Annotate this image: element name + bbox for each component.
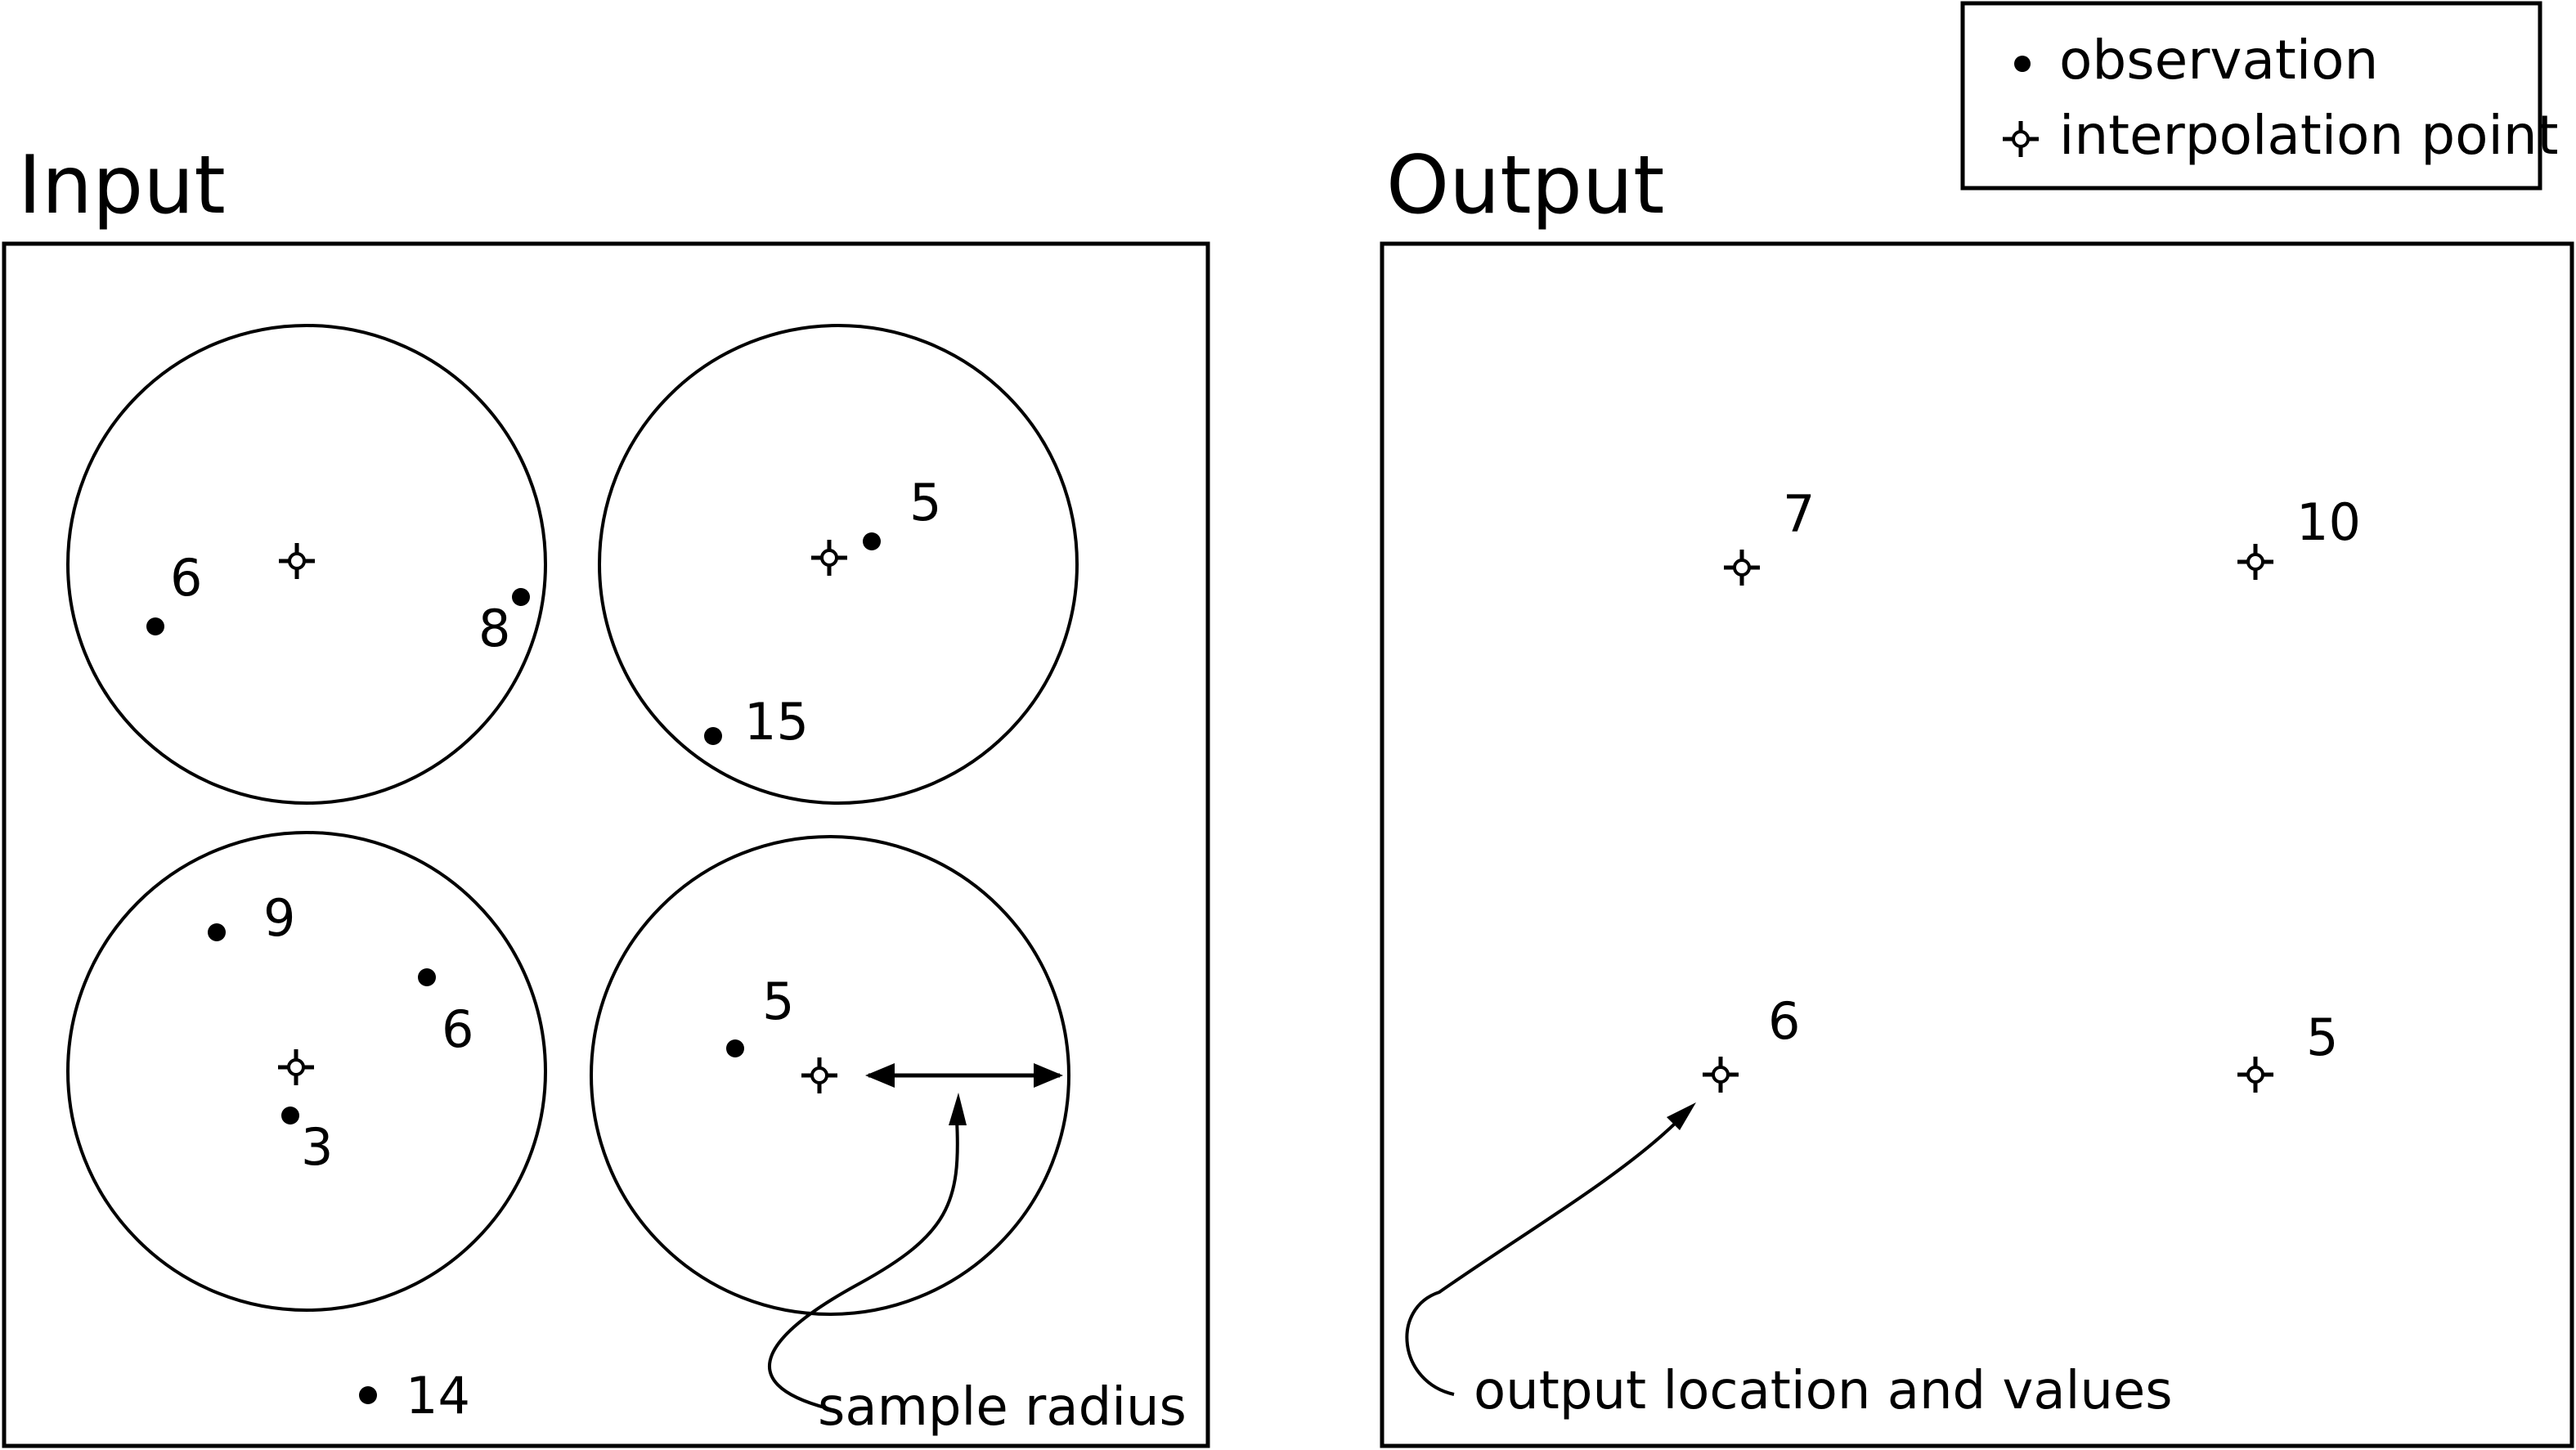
observation-value: 5 [909, 473, 941, 532]
observation-dot [512, 588, 530, 606]
interpolation-point-icon [279, 543, 315, 579]
legend-observation-label: observation [2059, 29, 2378, 92]
observation-value: 5 [762, 972, 794, 1031]
output-value: 6 [1768, 991, 1800, 1051]
sample-circle-bottom-right [590, 835, 1070, 1316]
observation-value: 3 [301, 1117, 333, 1177]
observation-value: 15 [744, 692, 809, 752]
observation-dot [208, 923, 226, 941]
output-title: Output [1386, 139, 1664, 232]
interpolation-point-icon [801, 1057, 837, 1093]
observation-dot [281, 1107, 299, 1125]
legend: observation interpolation point [1960, 1, 2559, 191]
observation-value: 6 [442, 999, 473, 1059]
sample-radius-pointer [768, 1093, 967, 1410]
observation-dot [146, 617, 164, 635]
legend-observation-icon [2014, 56, 2031, 72]
observation-value: 8 [478, 599, 510, 658]
interpolation-point-icon [1724, 550, 1760, 586]
input-frame [2, 241, 1210, 1448]
interpolation-point-icon [2237, 1057, 2273, 1093]
output-location-pointer [1405, 1102, 1696, 1396]
output-value: 7 [1783, 484, 1815, 544]
observation-dot [726, 1039, 744, 1057]
input-panel: Input 6 8 5 15 9 6 3 5 14 [2, 139, 1210, 1448]
observation-value: 6 [170, 548, 202, 608]
sample-circle-top-right [598, 324, 1079, 805]
legend-interpolation-point-label: interpolation point [2059, 104, 2559, 167]
interpolation-point-icon [2237, 544, 2273, 580]
interpolation-point-icon [278, 1049, 314, 1085]
sample-circle-top-left [66, 324, 547, 805]
input-title: Input [18, 139, 226, 232]
observation-dot [704, 727, 722, 745]
output-value: 5 [2306, 1008, 2338, 1067]
observation-dot [418, 968, 436, 986]
observation-value: 9 [263, 888, 295, 948]
output-frame [1380, 241, 2574, 1448]
output-value: 10 [2296, 492, 2361, 552]
radius-arrow [865, 1063, 1063, 1088]
observation-dot [359, 1386, 377, 1404]
legend-box [1960, 1, 2542, 191]
output-location-label: output location and values [1474, 1361, 2173, 1421]
sample-circle-bottom-left [66, 831, 547, 1312]
interpolation-point-icon [1703, 1057, 1739, 1093]
observation-dot [863, 532, 881, 550]
sample-radius-label: sample radius [818, 1377, 1187, 1438]
observation-value: 14 [406, 1366, 470, 1425]
output-panel: Output 7 10 6 5 output location and valu… [1380, 139, 2574, 1448]
interpolation-point-icon [811, 540, 847, 576]
